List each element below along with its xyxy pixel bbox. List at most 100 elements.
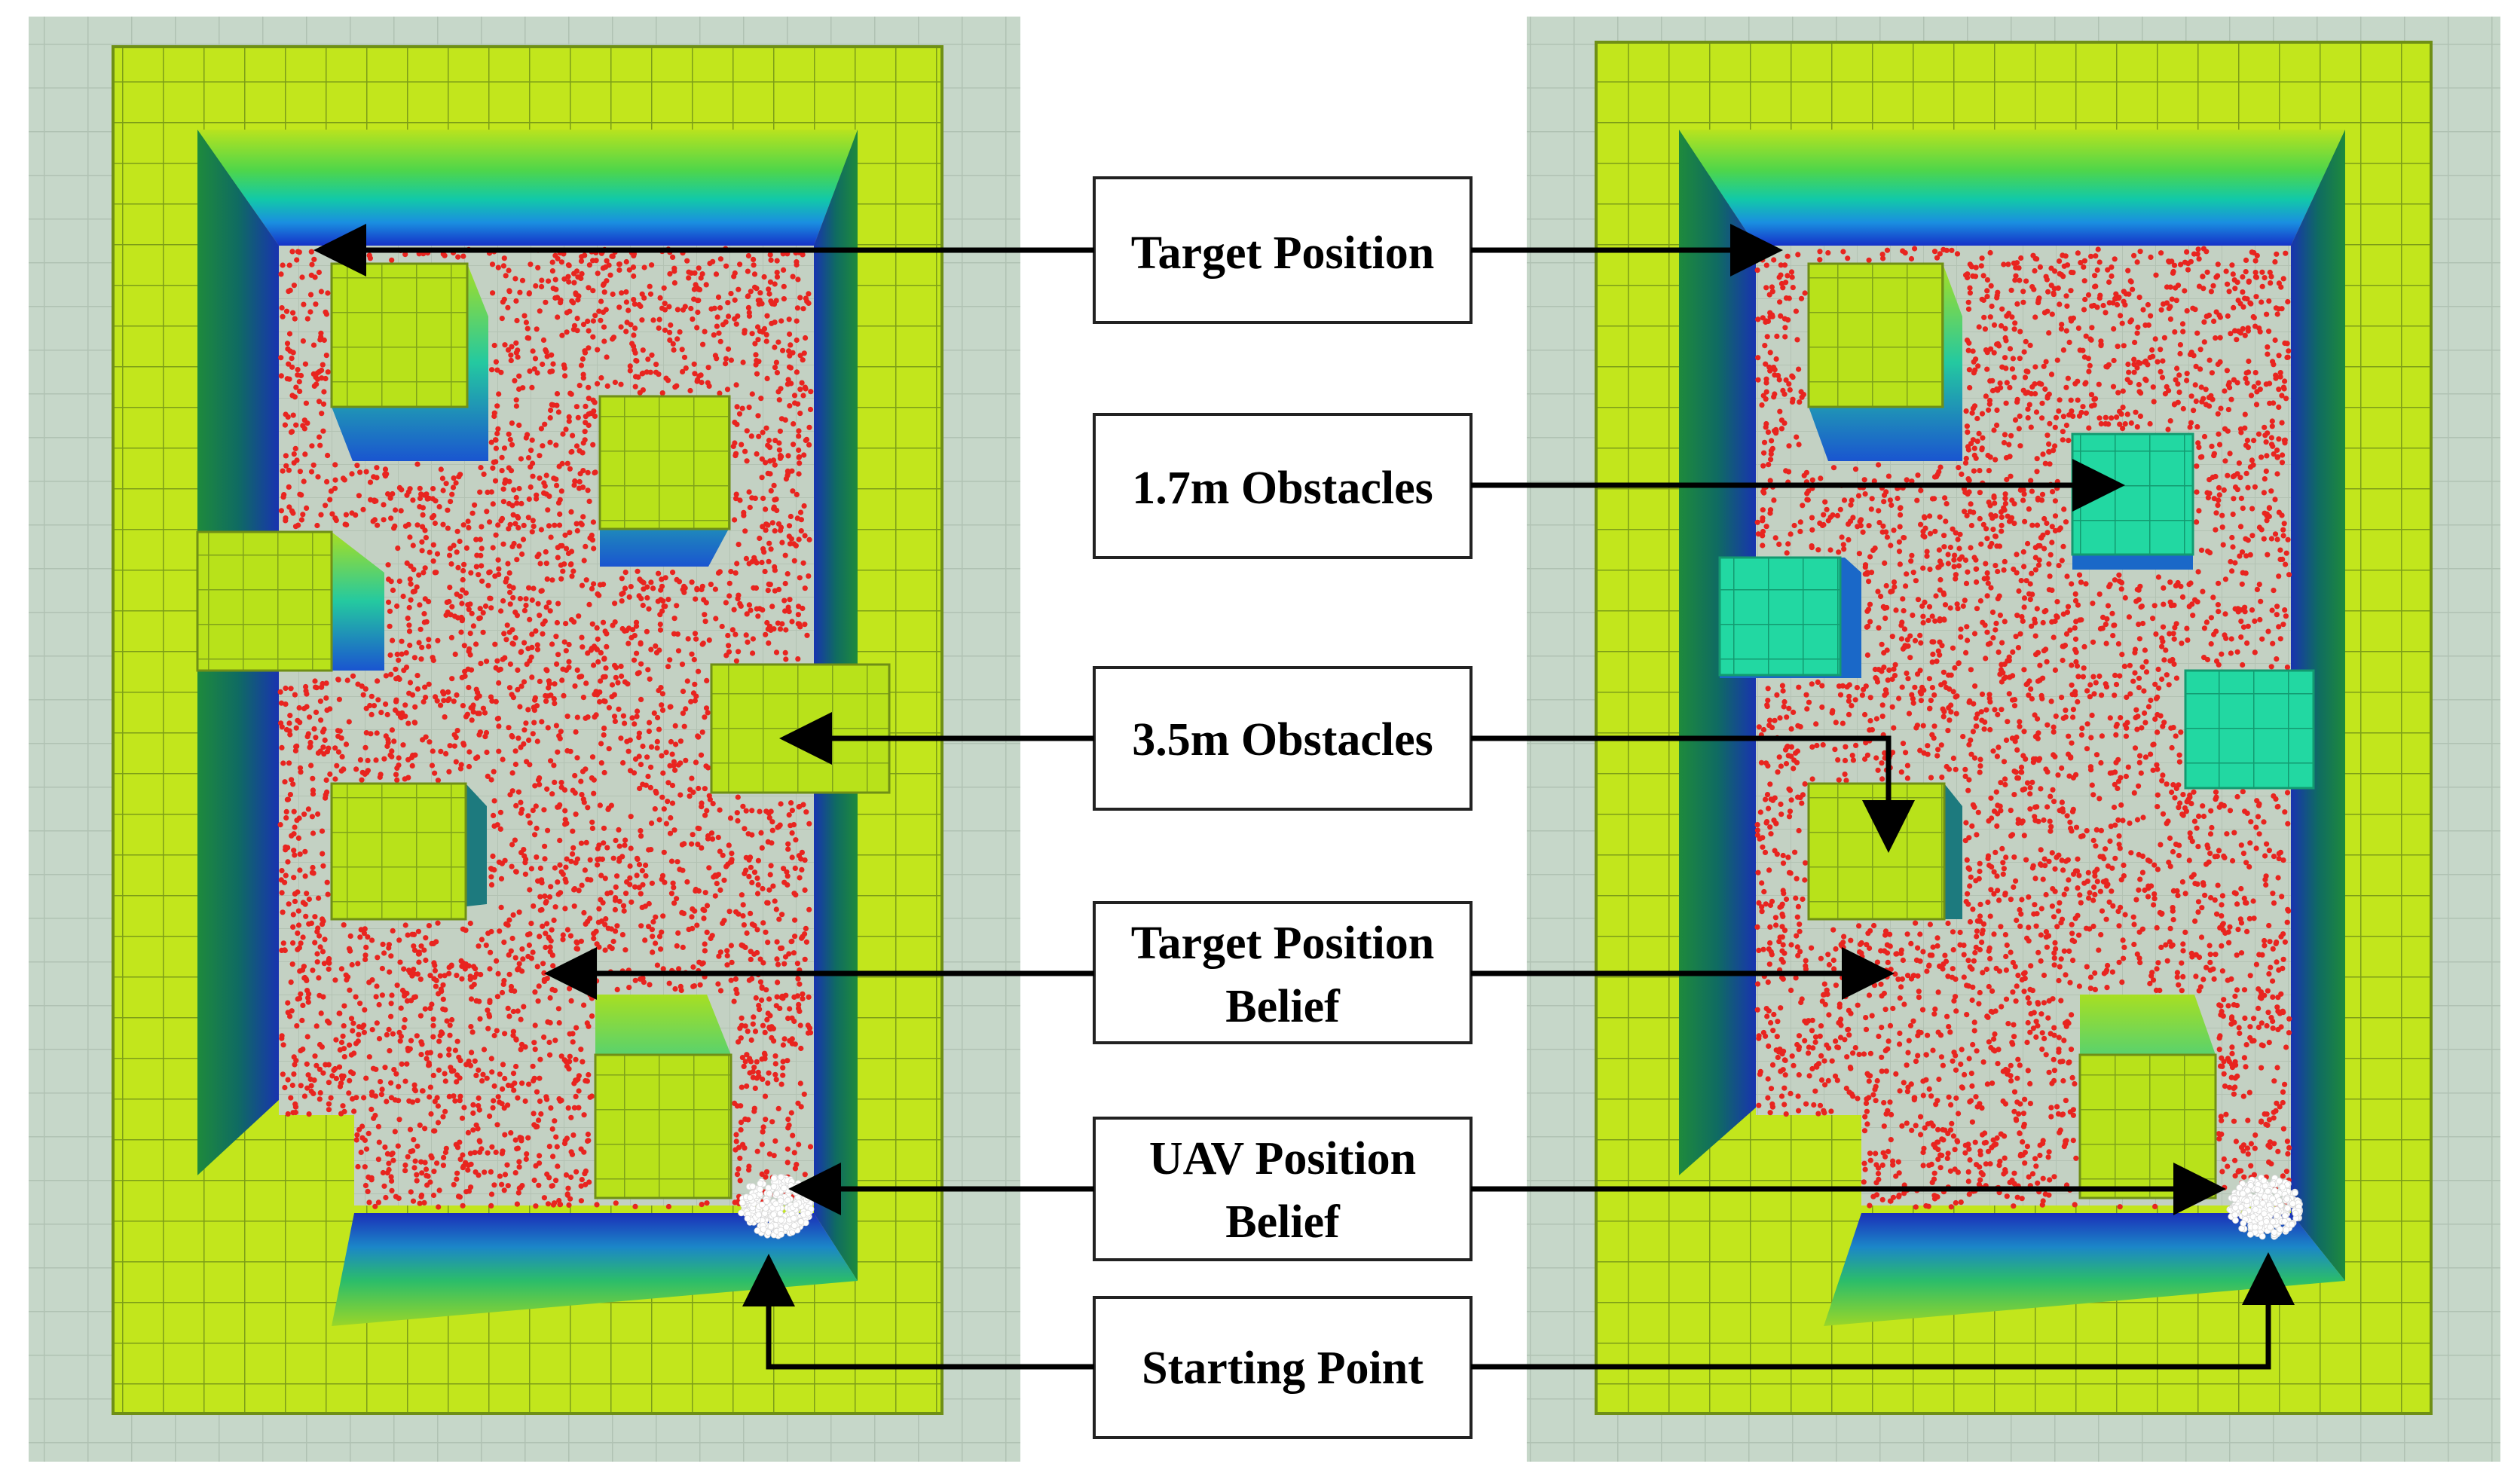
particle-dot [463,714,469,720]
particle-dot [1846,536,1852,543]
uav-belief-dot [788,1182,795,1189]
particle-dot [1798,295,1805,301]
particle-dot [571,619,577,625]
particle-dot [717,807,723,813]
particle-dot [491,1098,497,1104]
particle-dot [2207,477,2213,483]
particle-dot [2159,676,2165,683]
particle-dot [2051,1068,2057,1074]
particle-dot [280,940,286,946]
particle-dot [488,1169,494,1175]
particle-dot [487,999,493,1005]
particle-dot [769,301,775,307]
particle-dot [438,748,444,755]
particle-dot [555,1006,562,1012]
particle-dot [491,1032,497,1039]
particle-dot [2057,301,2063,307]
particle-dot [2086,895,2092,901]
particle-dot [1968,522,1974,529]
particle-dot [1977,769,1983,775]
particle-dot [2092,273,2098,279]
particle-dot [507,661,514,668]
particle-dot [461,561,467,567]
particle-dot [508,357,514,364]
particle-dot [792,865,798,871]
particle-dot [2013,769,2019,775]
particle-dot [1775,1054,1781,1061]
particle-dot [806,1025,813,1031]
particle-dot [753,995,759,1001]
particle-dot [449,491,455,497]
particle-dot [554,619,561,626]
particle-dot [2020,1139,2026,1145]
particle-dot [372,497,378,503]
particle-dot [699,845,705,851]
particle-dot [728,357,735,363]
particle-dot [2044,722,2051,728]
particle-dot [467,1151,474,1157]
particle-dot [613,837,619,844]
particle-dot [797,624,803,630]
particle-dot [671,616,677,622]
particle-dot [608,802,615,808]
particle-dot [570,851,576,857]
particle-dot [338,966,344,972]
particle-dot [468,1184,474,1190]
particle-dot [2113,681,2120,688]
particle-dot [683,706,689,712]
particle-dot [393,507,399,513]
uav-belief-dot [755,1212,762,1218]
particle-dot [525,953,531,960]
particle-dot [2033,1163,2039,1169]
particle-dot [498,875,505,882]
uav-belief-dot [757,1186,763,1193]
particle-dot [2216,804,2222,810]
particle-dot [559,677,565,683]
particle-dot [473,755,479,762]
particle-dot [307,1076,313,1082]
particle-dot [2012,320,2018,326]
particle-dot [466,646,472,652]
particle-dot [323,792,329,798]
particle-dot [666,980,672,986]
particle-dot [2283,561,2289,567]
particle-dot [619,290,625,296]
particle-dot [321,961,327,967]
particle-dot [441,698,447,704]
particle-dot [552,701,558,707]
particle-dot [1769,289,1775,295]
particle-dot [744,458,750,464]
particle-dot [2043,929,2049,935]
particle-dot [647,291,654,297]
particle-dot [1965,299,1971,305]
particle-dot [414,971,421,977]
particle-dot [671,885,677,891]
particle-dot [461,1105,467,1111]
particle-dot [585,976,591,982]
particle-dot [566,641,572,648]
particle-dot [318,246,324,252]
particle-dot [432,770,438,776]
particle-dot [657,627,664,633]
particle-dot [479,578,485,584]
particle-dot [299,967,306,973]
particle-dot [2020,1111,2026,1117]
particle-dot [473,1072,479,1078]
particle-dot [628,584,634,590]
particle-dot [563,1172,570,1178]
particle-dot [726,313,732,319]
particle-dot [375,697,381,703]
particle-dot [494,430,500,437]
particle-dot [2075,250,2081,256]
particle-dot [508,948,514,954]
particle-dot [691,656,697,663]
particle-dot [571,903,577,909]
particle-dot [2198,547,2205,553]
particle-dot [791,1018,797,1025]
particle-dot [2139,869,2145,875]
particle-dot [1864,624,1870,630]
particle-dot [346,719,352,725]
particle-dot [508,352,514,358]
particle-dot [581,558,587,564]
particle-dot [2052,498,2058,504]
